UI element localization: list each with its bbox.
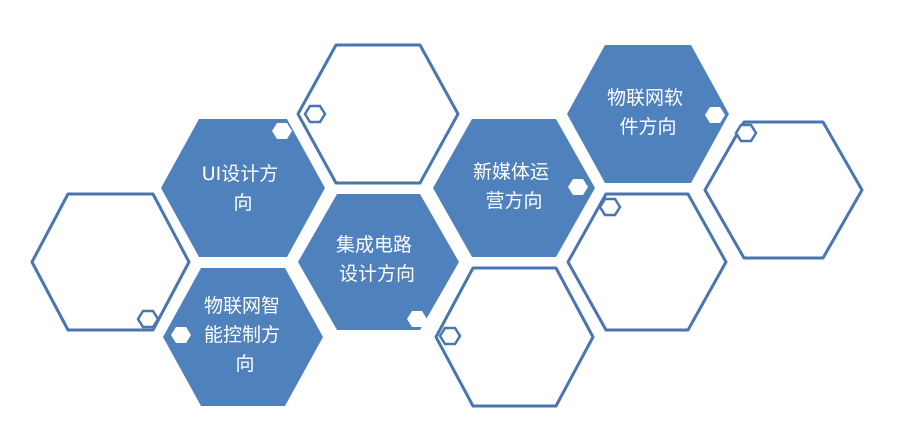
connector-hexagon-3 (303, 104, 327, 124)
hexagon-outline-right-middle (566, 192, 728, 332)
hexagon-iot-software (567, 45, 729, 183)
connector-hexagon-10 (734, 123, 758, 143)
connector-hexagon-9 (705, 107, 725, 123)
label-new-media: 新媒体运 营方向 (473, 161, 555, 212)
connector-hexagon-5 (407, 311, 427, 327)
label-iot-software: 物联网软 件方向 (607, 87, 689, 138)
hexagon-iot-control (163, 268, 323, 406)
connector-hexagon-1 (136, 309, 160, 329)
hexagon-ui-design (161, 119, 325, 257)
hexagon-outline-left (30, 192, 191, 332)
hexagon-outline-bottom-center (434, 266, 595, 408)
hexagon-outline-far-right (703, 120, 864, 260)
connector-hexagon-8 (598, 197, 622, 217)
connector-hexagon-2 (272, 123, 292, 139)
connector-hexagon-7 (568, 179, 588, 195)
label-ic-design: 集成电路 设计方向 (336, 234, 418, 285)
connector-hexagon-4 (171, 327, 191, 343)
hexagon-new-media (433, 119, 595, 257)
connector-hexagon-6 (438, 326, 462, 346)
hexagon-outline-top (296, 43, 460, 185)
label-iot-control: 物联网智 能控制方 向 (204, 295, 286, 375)
hexagon-ic-design (298, 194, 459, 330)
label-ui-design: UI设计方 向 (202, 163, 285, 214)
